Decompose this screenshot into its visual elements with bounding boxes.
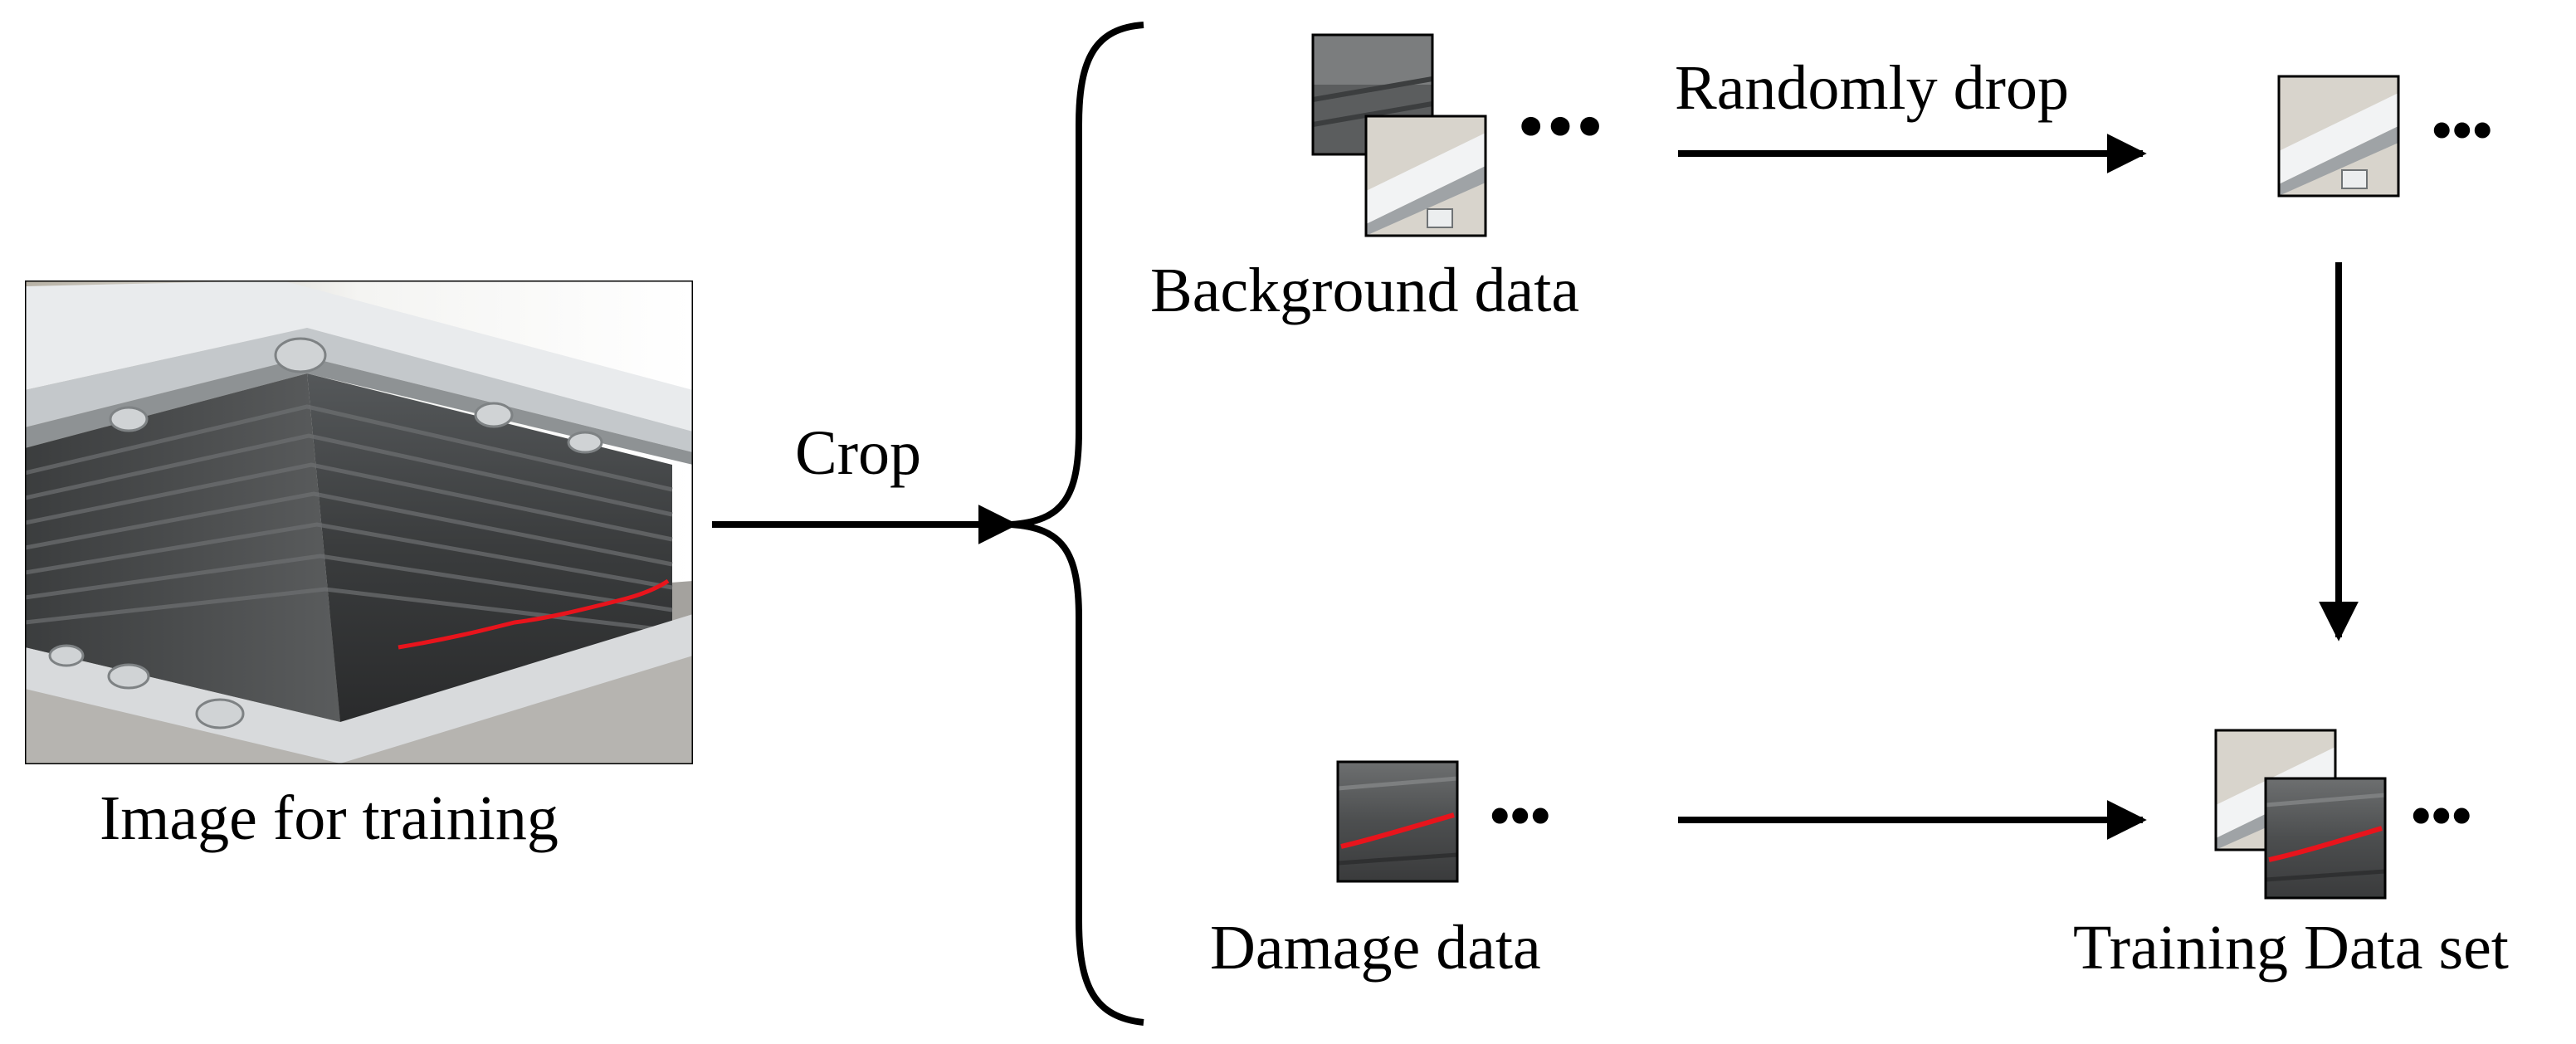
background-data-label: Background data [1150, 256, 1580, 325]
kept-ellipsis: ••• [2432, 99, 2493, 163]
damage-ellipsis: ••• [1490, 784, 1551, 848]
background-ellipsis: ••• [1519, 88, 1607, 165]
source-image-label: Image for training [100, 783, 559, 853]
dataset-damage-tile [2264, 777, 2387, 900]
brace [1010, 22, 1144, 1026]
crop-label: Crop [795, 418, 921, 488]
training-image [25, 281, 693, 764]
randomly-drop-label: Randomly drop [1675, 53, 2069, 123]
damage-tile [1336, 760, 1459, 883]
background-tile-2 [1364, 115, 1487, 237]
training-dataset-label: Training Data set [2073, 913, 2509, 983]
dataset-ellipsis: ••• [2411, 784, 2472, 848]
damage-data-label: Damage data [1210, 913, 1541, 983]
kept-background-tile [2277, 75, 2400, 198]
